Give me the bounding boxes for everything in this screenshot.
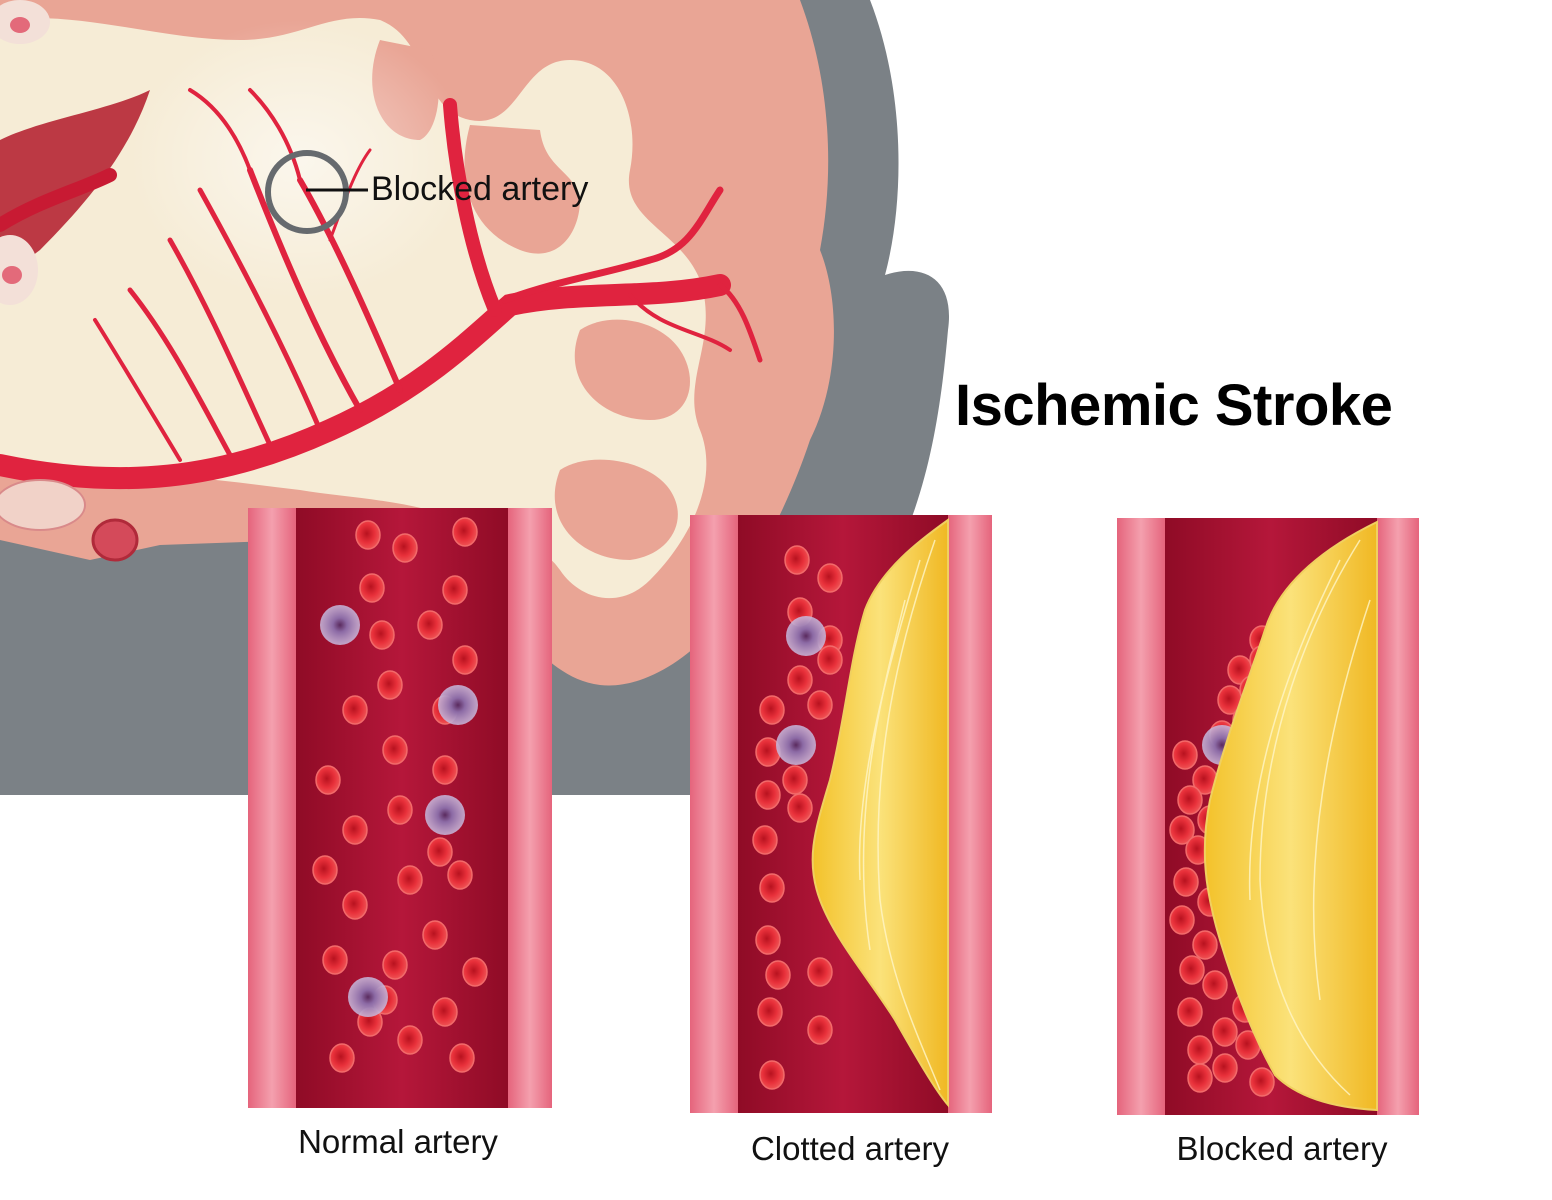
plaque-blocked <box>1203 520 1378 1112</box>
brain-base-vessels <box>0 0 139 562</box>
white-blood-cell <box>438 685 478 725</box>
red-blood-cell <box>1177 997 1203 1027</box>
red-blood-cell <box>359 573 385 603</box>
white-blood-cell <box>786 616 826 656</box>
red-blood-cell <box>759 873 785 903</box>
red-blood-cell <box>442 575 468 605</box>
caption-blocked-artery: Blocked artery <box>1176 1130 1388 1167</box>
red-blood-cell <box>784 545 810 575</box>
red-blood-cell <box>1179 955 1205 985</box>
artery-wall-left <box>248 508 296 1108</box>
red-blood-cell <box>392 533 418 563</box>
red-blood-cell <box>1173 867 1199 897</box>
plaque-texture <box>858 539 941 1091</box>
red-blood-cell <box>342 815 368 845</box>
artery-wall-left <box>1117 518 1165 1115</box>
red-blood-cell <box>817 645 843 675</box>
red-blood-cell <box>387 795 413 825</box>
red-blood-cell <box>432 997 458 1027</box>
red-blood-cell <box>329 1043 355 1073</box>
plaque-texture <box>1248 539 1371 1096</box>
caption-normal-artery: Normal artery <box>298 1123 498 1160</box>
red-blood-cell <box>462 957 488 987</box>
red-blood-cell <box>807 690 833 720</box>
red-blood-cell <box>759 695 785 725</box>
red-blood-cell <box>342 695 368 725</box>
panel-normal-artery <box>248 508 552 1108</box>
red-blood-cell <box>355 520 381 550</box>
red-blood-cell <box>452 517 478 547</box>
panel-blocked-artery <box>1117 518 1419 1115</box>
red-blood-cell <box>807 1015 833 1045</box>
red-blood-cell <box>757 997 783 1027</box>
red-blood-cell <box>1169 905 1195 935</box>
white-blood-cell <box>320 605 360 645</box>
red-blood-cell <box>1177 785 1203 815</box>
white-blood-cell <box>348 977 388 1017</box>
red-blood-cell <box>817 563 843 593</box>
red-blood-cell <box>759 1060 785 1090</box>
red-blood-cell <box>382 735 408 765</box>
blood-cells-normal <box>312 517 488 1073</box>
blocked-artery-callout-label: Blocked artery <box>371 170 589 208</box>
red-blood-cell <box>1212 1053 1238 1083</box>
red-blood-cell <box>312 855 338 885</box>
red-blood-cell <box>782 765 808 795</box>
red-blood-cell <box>447 860 473 890</box>
red-blood-cell <box>449 1043 475 1073</box>
red-blood-cell <box>397 1025 423 1055</box>
red-blood-cell <box>1249 1067 1275 1097</box>
red-blood-cell <box>807 957 833 987</box>
red-blood-cell <box>1172 740 1198 770</box>
red-blood-cell <box>422 920 448 950</box>
artery-wall-right <box>948 515 992 1113</box>
red-blood-cell <box>322 945 348 975</box>
artery-wall-right <box>1377 518 1419 1115</box>
red-blood-cell <box>1202 970 1228 1000</box>
red-blood-cell <box>377 670 403 700</box>
brain-fold <box>464 125 580 254</box>
white-blood-cell <box>425 795 465 835</box>
page-title: Ischemic Stroke <box>955 373 1393 438</box>
red-blood-cell <box>417 610 443 640</box>
red-blood-cell <box>1192 930 1218 960</box>
cerebral-arteries <box>0 88 763 490</box>
blood-cells-clotted <box>752 545 843 1090</box>
artery-wall-left <box>690 515 738 1113</box>
red-blood-cell <box>1187 1035 1213 1065</box>
red-blood-cell <box>397 865 423 895</box>
ischemic-region-highlight <box>130 20 470 300</box>
white-blood-cell <box>776 725 816 765</box>
panel-clotted-artery <box>690 515 992 1113</box>
blocked-artery-marker-circle <box>265 150 349 234</box>
red-blood-cell <box>755 780 781 810</box>
red-blood-cell <box>752 825 778 855</box>
red-blood-cell <box>342 890 368 920</box>
blocked-artery-callout <box>265 150 368 234</box>
red-blood-cell <box>755 925 781 955</box>
red-blood-cell <box>787 665 813 695</box>
red-blood-cell <box>765 960 791 990</box>
red-blood-cell <box>1187 1063 1213 1093</box>
red-blood-cell <box>427 837 453 867</box>
red-blood-cell <box>369 620 395 650</box>
red-blood-cell <box>432 755 458 785</box>
red-blood-cell <box>382 950 408 980</box>
red-blood-cell <box>452 645 478 675</box>
red-blood-cell <box>1169 815 1195 845</box>
plaque-clotted <box>811 518 949 1108</box>
caption-clotted-artery: Clotted artery <box>750 1130 950 1167</box>
brain-fold <box>574 319 690 420</box>
red-blood-cell <box>787 793 813 823</box>
red-blood-cell <box>1212 1017 1238 1047</box>
brain-fold <box>554 459 678 560</box>
artery-wall-right <box>508 508 552 1108</box>
red-blood-cell <box>315 765 341 795</box>
